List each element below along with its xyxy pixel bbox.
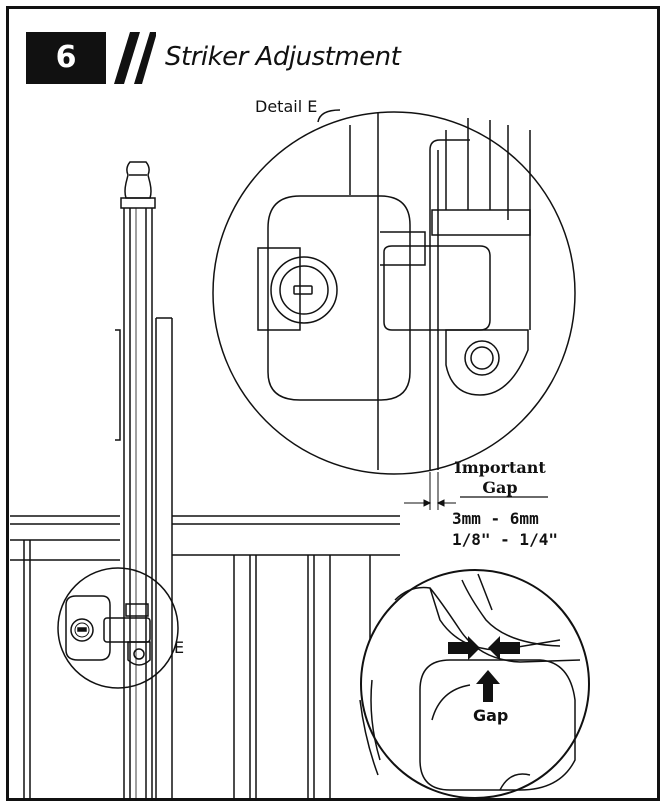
inset-circle: [359, 569, 590, 799]
gate-post: [120, 161, 156, 801]
gap-dimensions: 3mm - 6mm 1/8" - 1/4": [452, 508, 558, 550]
gap-imperial: 1/8" - 1/4": [452, 530, 558, 549]
fence-rails: [10, 515, 400, 561]
gap-metric: 3mm - 6mm: [452, 509, 539, 528]
inset-gap-label: Gap: [473, 706, 509, 725]
gap-text: Gap: [482, 478, 518, 497]
detail-e-circle: [212, 109, 576, 475]
callout-circle-e: [57, 567, 179, 689]
wall-post: [115, 317, 173, 801]
step-badge: [26, 32, 156, 84]
important-gap-label: Important Gap: [452, 458, 548, 498]
fence-balusters: [23, 540, 371, 801]
step-number: 6: [55, 40, 77, 75]
instruction-panel: [6, 6, 660, 801]
callout-e-label: E: [174, 638, 185, 657]
gap-dimension: [404, 472, 548, 510]
step-title: Striker Adjustment: [165, 42, 401, 72]
detail-e-label: Detail E: [255, 97, 318, 116]
important-text: Important: [454, 458, 546, 477]
